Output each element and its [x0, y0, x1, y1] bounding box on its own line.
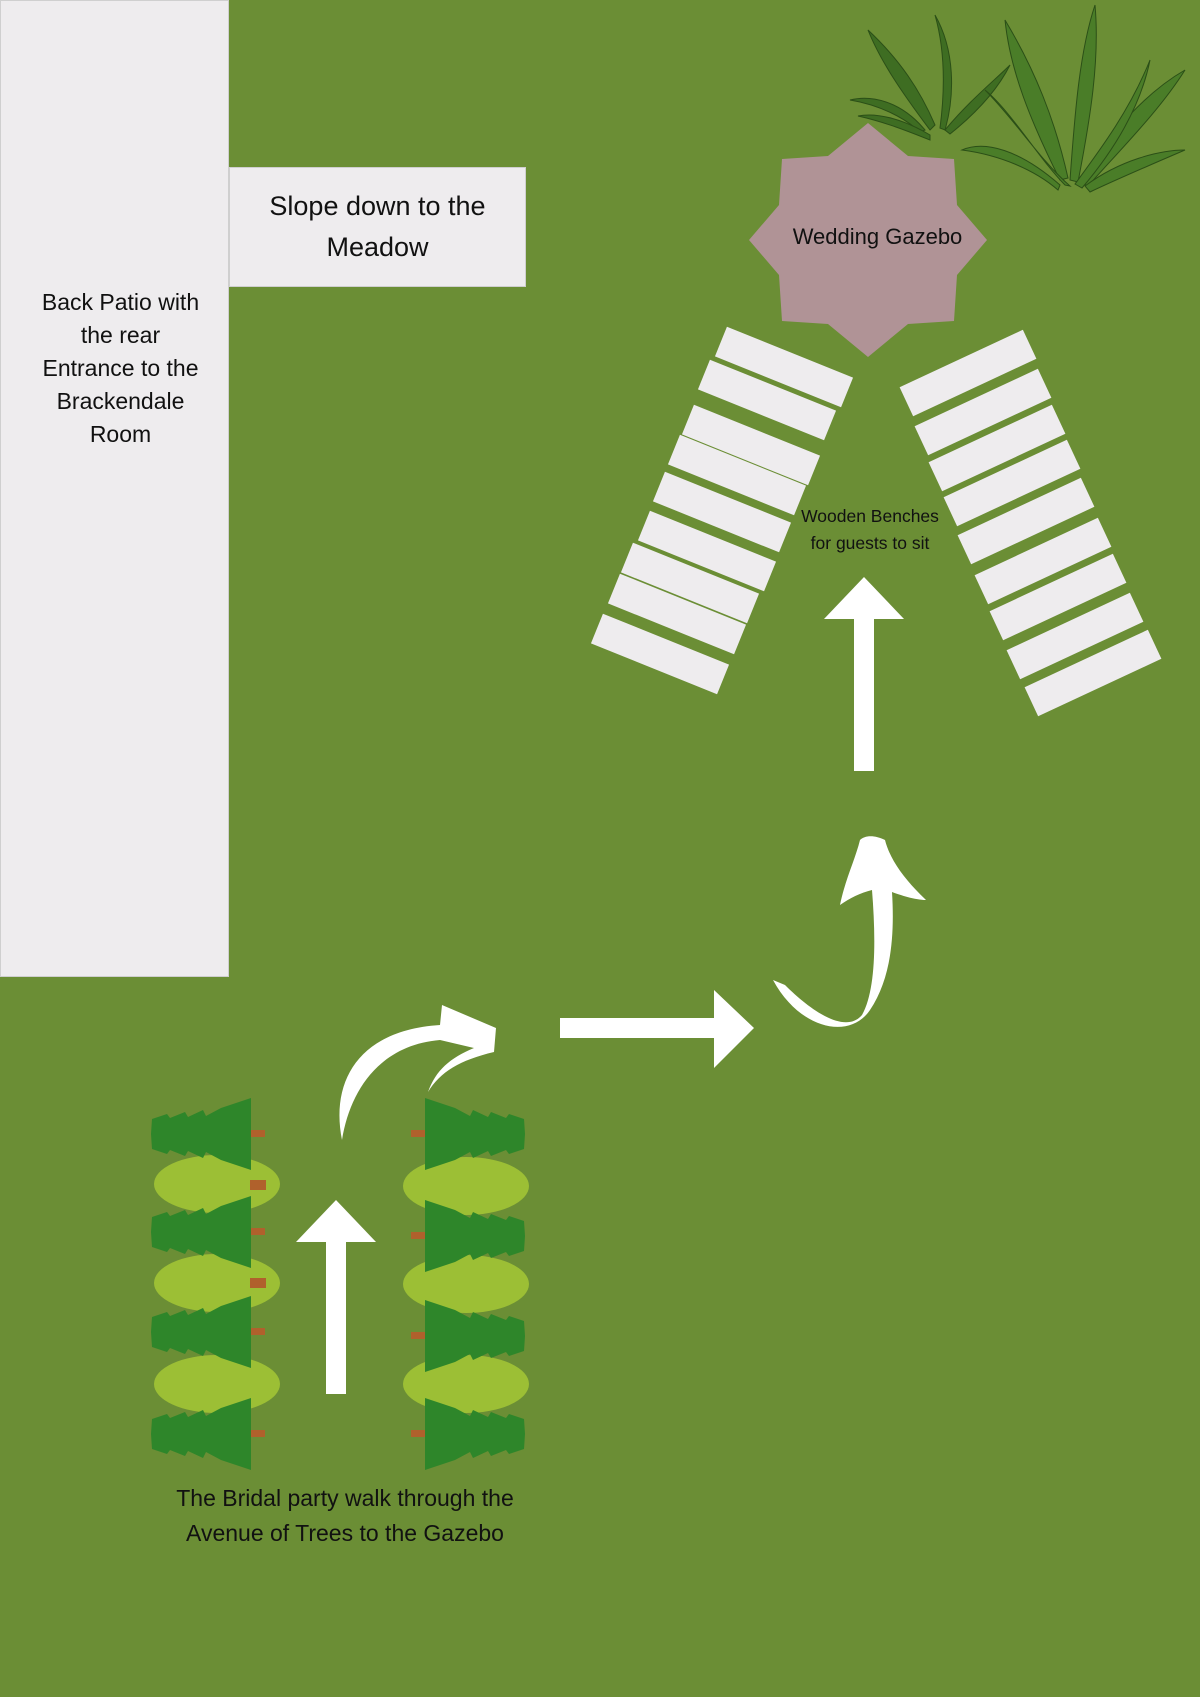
pine-tree-icon: [411, 1098, 525, 1170]
left-bench-rows: [590, 326, 854, 695]
bench: [914, 368, 1052, 456]
bench: [957, 477, 1095, 565]
benches-label: Wooden Benches for guests to sit: [801, 506, 939, 553]
pine-tree-icon: [151, 1098, 265, 1170]
pine-tree-icon: [411, 1300, 525, 1372]
back-patio-label: Back Patio with the rear Entrance to the…: [41, 289, 200, 447]
pine-tree-icon: [151, 1196, 265, 1268]
left-tree-row: [151, 1098, 280, 1470]
right-arrow: [560, 990, 754, 1068]
bench: [620, 542, 760, 624]
bench: [1006, 592, 1144, 680]
bench: [652, 471, 792, 553]
bench: [928, 404, 1066, 492]
right-bench-rows: [899, 329, 1162, 717]
gazebo-label: Wedding Gazebo: [792, 224, 963, 249]
avenue-arrow: [296, 1200, 376, 1394]
back-patio-area: Back Patio with the rear Entrance to the…: [0, 0, 229, 977]
right-tree-row: [403, 1098, 529, 1470]
bench: [667, 434, 807, 516]
bench: [607, 573, 747, 655]
bench: [1024, 629, 1162, 717]
bench: [899, 329, 1037, 417]
bench: [590, 613, 730, 695]
round-bush-icon: [403, 1355, 529, 1413]
bench: [943, 439, 1081, 527]
bench: [697, 359, 837, 441]
pine-tree-icon: [151, 1296, 265, 1368]
curved-arrow-right: [339, 1005, 496, 1140]
decorative-plant-icon: [849, 4, 1186, 193]
pine-tree-icon: [411, 1200, 525, 1272]
meadow-slope-label: Slope down to the Meadow: [269, 191, 486, 262]
bench: [974, 517, 1112, 605]
bench: [637, 510, 777, 592]
wedding-gazebo-shape: [749, 123, 987, 357]
bench: [714, 326, 854, 408]
bench: [681, 404, 821, 486]
round-bush-icon: [403, 1157, 529, 1215]
round-bush-icon: [403, 1255, 529, 1313]
center-aisle-arrow: [824, 577, 904, 771]
pine-tree-icon: [151, 1398, 265, 1470]
bridal-path-label: The Bridal party walk through the Avenue…: [176, 1485, 514, 1546]
curved-arrow-up: [773, 836, 926, 1027]
bench: [989, 553, 1127, 641]
pine-tree-icon: [411, 1398, 525, 1470]
round-bush-icon: [154, 1355, 280, 1413]
meadow-slope-area: Slope down to the Meadow: [229, 167, 526, 287]
